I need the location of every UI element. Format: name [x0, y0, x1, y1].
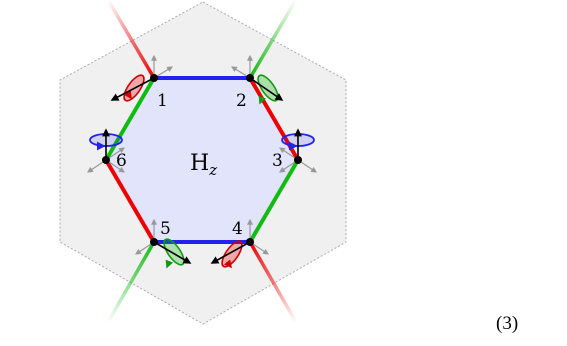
vertex-label-2: 2 — [236, 91, 247, 111]
rotation-arrow-1 — [124, 90, 132, 100]
plaquette-label-subscript: z — [208, 161, 217, 179]
rotation-ellipse-5 — [163, 238, 185, 266]
bond-5-6 — [104, 158, 156, 244]
rotation-arrow-4 — [223, 259, 232, 269]
external-bond-1 — [106, 0, 156, 79]
vertices — [102, 74, 302, 246]
spin-arrow-4 — [210, 241, 251, 264]
vertex-labels: 1 2 3 4 5 6 — [116, 91, 283, 239]
vertex-6 — [102, 156, 110, 164]
spin-arrow-5 — [153, 241, 192, 264]
external-bonds — [20, 0, 390, 323]
equation-number: (3) — [496, 313, 519, 334]
vertex-label-6: 6 — [116, 151, 127, 171]
vertex-1 — [150, 74, 158, 82]
vertex-label-1: 1 — [157, 91, 168, 111]
vertex-label-3: 3 — [272, 151, 283, 171]
vertex-label-4: 4 — [232, 219, 243, 239]
external-bond-4 — [248, 241, 298, 323]
rotation-arrow-2 — [258, 95, 267, 105]
plaquette-label: Hz — [190, 151, 217, 179]
bond-6-1 — [104, 76, 156, 162]
spin-arrows — [102, 77, 302, 264]
plaquette-hexagon — [106, 78, 298, 242]
spin-arrow-1 — [110, 77, 155, 101]
vertex-3 — [294, 156, 302, 164]
plaquette-label-main: H — [190, 151, 209, 176]
external-bond-5 — [106, 241, 156, 323]
spin-arrow-2 — [249, 77, 284, 101]
rotation-arrow-5 — [165, 259, 174, 269]
vertex-5 — [150, 238, 158, 246]
vertex-4 — [246, 238, 254, 246]
vertex-label-5: 5 — [160, 219, 171, 239]
bond-3-4 — [248, 158, 300, 244]
external-bond-2 — [248, 0, 298, 79]
vertex-2 — [246, 74, 254, 82]
